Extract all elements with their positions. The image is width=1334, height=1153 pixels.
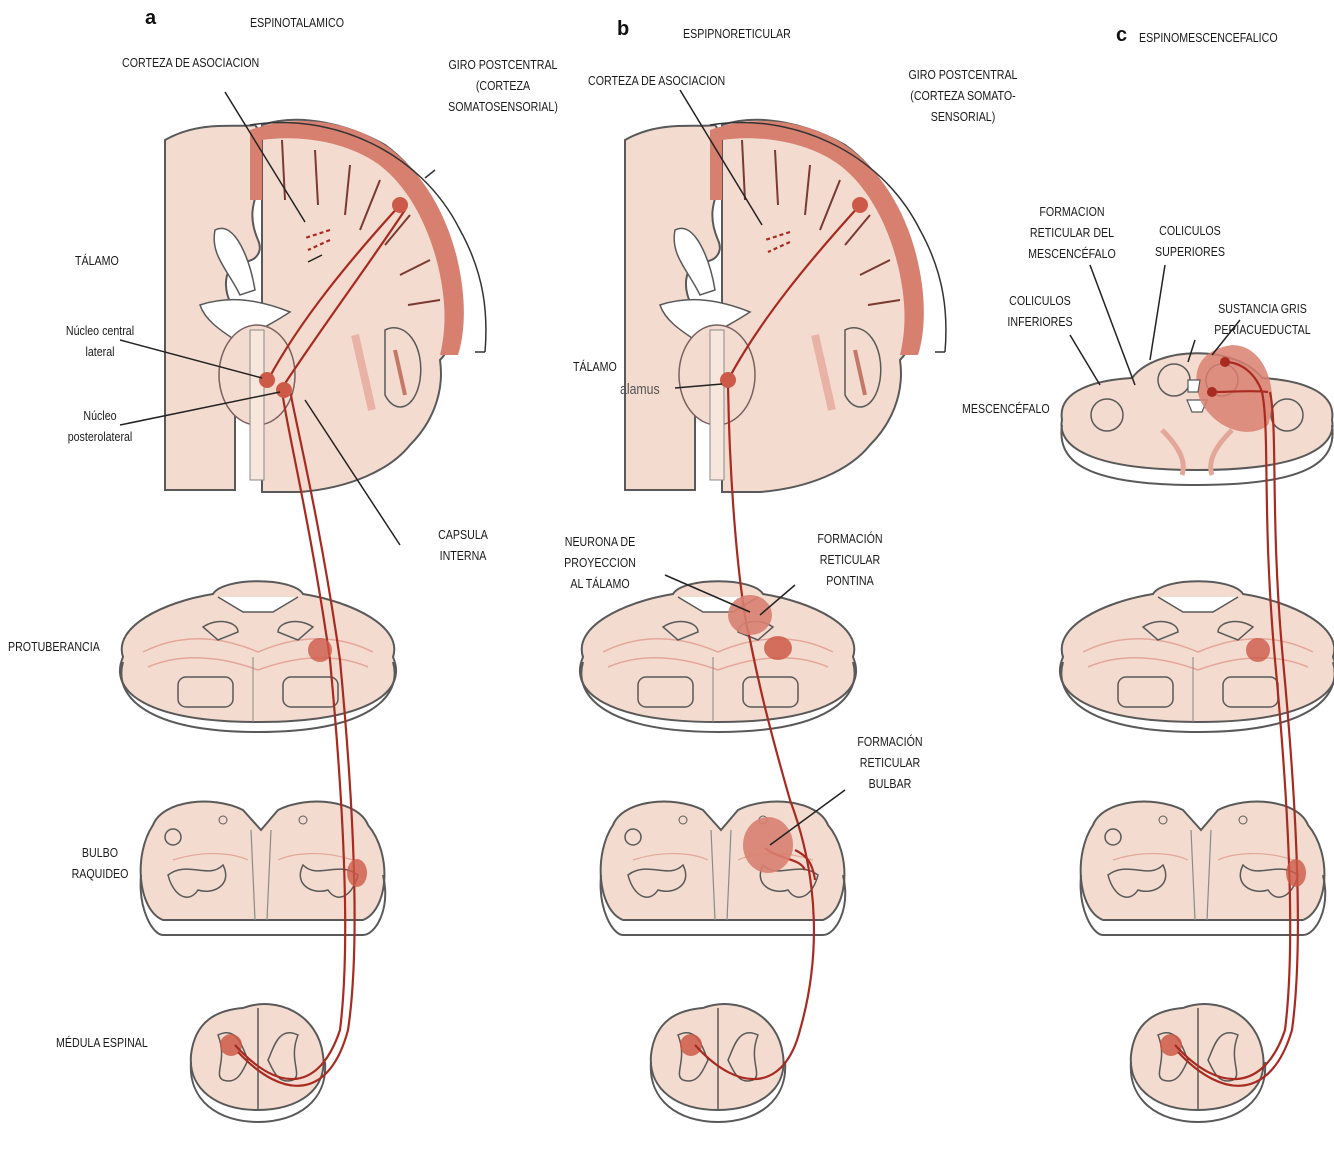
label-b-corteza: CORTEZA DE ASOCIACION (588, 70, 725, 91)
panel-b-title: ESPIPNORETICULAR (683, 26, 791, 41)
panel-a (120, 92, 486, 1122)
panel-c-letter: c (1116, 24, 1127, 47)
label-a-corteza: CORTEZA DE ASOCIACION (122, 52, 259, 73)
panel-b-letter: b (617, 18, 629, 41)
panel-c-title: ESPINOMESCENCEFALICO (1139, 30, 1278, 45)
panel-c (1060, 265, 1334, 1122)
label-a-medula: MÉDULA ESPINAL (56, 1032, 148, 1053)
label-c-gris: SUSTANCIA GRIS PERIACUEDUCTAL (1207, 298, 1318, 340)
label-b-thalamus-fragment: alamus (620, 379, 660, 400)
panel-c-pons-section (1060, 581, 1334, 732)
label-a-bulbo: BULBO RAQUIDEO (55, 842, 145, 884)
label-b-giro: GIRO POSTCENTRAL (CORTEZA SOMATO- SENSOR… (895, 64, 1031, 127)
panel-a-posterolateral-nucleus (276, 382, 292, 398)
label-c-inf: COLICULOS INFERIORES (999, 290, 1081, 332)
label-a-protuberancia: PROTUBERANCIA (8, 636, 100, 657)
label-c-formacion: FORMACION RETICULAR DEL MESCENCÉFALO (1023, 201, 1121, 264)
label-c-mesencefalo: MESCENCÉFALO (962, 398, 1050, 419)
panel-b-cord-section (651, 1004, 785, 1122)
label-b-bulbar: FORMACIÓN RETICULAR BULBAR (845, 731, 935, 794)
panel-b-bulbar-reticular (743, 817, 793, 873)
panel-a-central-lateral-nucleus (259, 372, 275, 388)
panel-b-pontine-reticular (728, 595, 772, 635)
label-c-sup: COLICULOS SUPERIORES (1149, 220, 1231, 262)
panel-b (580, 90, 946, 1122)
label-a-nucleo-central: Núcleo central lateral (51, 320, 149, 362)
panel-a-cord-section (191, 1004, 325, 1122)
label-b-pontina: FORMACIÓN RETICULAR PONTINA (805, 528, 895, 591)
panel-c-cord-section (1131, 1004, 1265, 1122)
panel-b-thalamus-nucleus (720, 372, 736, 388)
label-a-giro: GIRO POSTCENTRAL (CORTEZA SOMATOSENSORIA… (435, 54, 571, 117)
panel-b-pons-section (580, 581, 856, 732)
label-a-nucleo-posterolateral: Núcleo posterolateral (51, 405, 149, 447)
label-a-capsula: CAPSULA INTERNA (418, 524, 508, 566)
label-b-talamo: TÁLAMO (573, 356, 617, 377)
panel-a-letter: a (145, 7, 156, 30)
panel-a-title: ESPINOTALAMICO (250, 15, 344, 30)
label-a-talamo: TÁLAMO (75, 250, 119, 271)
label-b-neurona: NEURONA DE PROYECCION AL TÁLAMO (530, 531, 669, 594)
panel-a-pons-section (120, 581, 396, 732)
